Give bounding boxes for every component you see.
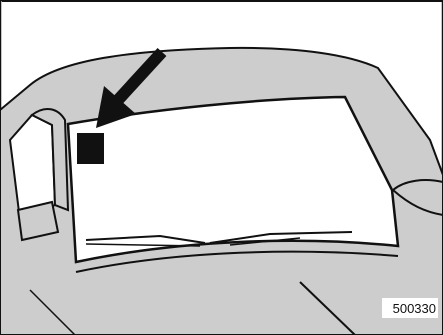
windshield-glass	[68, 97, 398, 262]
figure-code: 500330	[393, 301, 436, 316]
left-side-mirror	[18, 202, 58, 240]
label-marker-icon	[77, 133, 104, 164]
